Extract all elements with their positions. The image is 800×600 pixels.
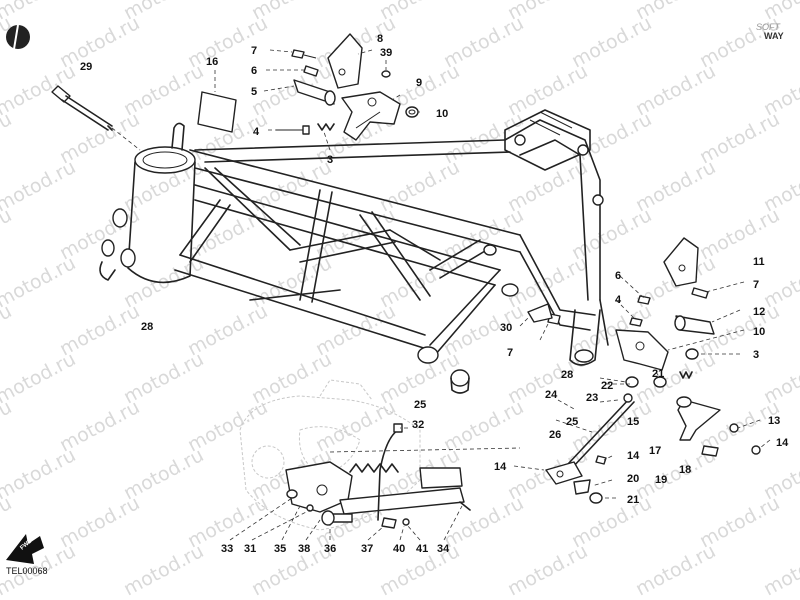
watermark-text: motod.ru — [0, 156, 79, 216]
part-label: 18 — [679, 464, 691, 476]
part-label: 14 — [627, 450, 640, 462]
part-label: 15 — [627, 416, 639, 428]
part-label: 16 — [206, 56, 218, 68]
part-label: 10 — [753, 326, 765, 338]
part-label: 21 — [627, 494, 639, 506]
watermark-text: motod.ru — [0, 444, 79, 504]
part-label: 6 — [615, 270, 621, 282]
watermark-text: motod.ru — [0, 204, 15, 264]
part-label: 7 — [251, 45, 257, 57]
part-label: 41 — [416, 543, 428, 555]
part-label: 30 — [500, 322, 512, 334]
brand-line-2: WAY — [764, 31, 784, 41]
part-label: 13 — [768, 415, 780, 427]
watermark-text: motod.ru — [0, 300, 15, 360]
part-label: 11 — [753, 256, 765, 268]
part-label: 4 — [253, 126, 260, 138]
part-label: 34 — [437, 543, 450, 555]
part-number-labels: 28 25 3 3 4 4 5 6 6 7 7 7 8 9 10 10 11 1… — [80, 33, 789, 555]
watermark-text: motod.ru — [248, 540, 335, 600]
watermark-text: motod.ru — [760, 540, 800, 600]
right-footrest-drawing — [513, 237, 771, 504]
part-label: 21 — [652, 368, 664, 380]
part-label: 17 — [649, 445, 661, 457]
watermark-text: motod.ru — [0, 108, 15, 168]
part-label: 9 — [416, 77, 422, 89]
part-label: 14 — [776, 437, 789, 449]
part-label: 37 — [361, 543, 373, 555]
part-label: 10 — [436, 108, 448, 120]
watermark-text: motod.ru — [120, 540, 207, 600]
watermark-text: motod.ru — [0, 348, 79, 408]
part-label: 36 — [324, 543, 336, 555]
part-label: 35 — [274, 543, 286, 555]
part-label: 20 — [627, 473, 639, 485]
watermark-text: motod.ru — [0, 60, 79, 120]
part-label: 8 — [377, 33, 383, 45]
part-label: 29 — [80, 61, 92, 73]
part-label: 28 — [561, 369, 573, 381]
upper-bracket-drawing — [51, 33, 420, 151]
part-label: 22 — [601, 380, 613, 392]
brand-logo-icon — [6, 24, 30, 50]
part-label: 26 — [549, 429, 561, 441]
side-stand-drawing — [229, 379, 521, 541]
watermark-text: motod.ru — [0, 252, 79, 312]
part-label: 7 — [753, 279, 759, 291]
part-label: 23 — [586, 392, 598, 404]
part-label: 38 — [298, 543, 310, 555]
part-label: 32 — [412, 419, 424, 431]
watermark-text: motod.ru — [632, 540, 719, 600]
part-label: 28 — [141, 321, 153, 333]
watermark-text: motod.ru — [0, 0, 79, 24]
part-label: 3 — [327, 154, 333, 166]
main-frame-drawing — [99, 109, 609, 394]
part-label: 14 — [494, 461, 507, 473]
forward-direction-icon: FWD — [6, 534, 44, 564]
part-label: 39 — [380, 47, 392, 59]
part-label: 19 — [655, 474, 667, 486]
watermark-text: motod.ru — [0, 396, 15, 456]
part-label: 33 — [221, 543, 233, 555]
watermark-text: motod.ru — [0, 492, 15, 552]
part-label: 12 — [753, 306, 765, 318]
part-label: 31 — [244, 543, 256, 555]
document-code: TEL00068 — [6, 566, 48, 576]
part-label: 40 — [393, 543, 405, 555]
part-label: 4 — [615, 294, 622, 306]
part-label: 5 — [251, 86, 257, 98]
part-label: 6 — [251, 65, 257, 77]
part-label: 7 — [507, 347, 513, 359]
part-label: 3 — [753, 349, 759, 361]
part-label: 25 — [566, 416, 578, 428]
watermark-text: motod.ru — [504, 540, 591, 600]
part-label: 25 — [414, 399, 426, 411]
brand-line-1: SOFT — [756, 22, 780, 32]
part-label: 24 — [545, 389, 558, 401]
